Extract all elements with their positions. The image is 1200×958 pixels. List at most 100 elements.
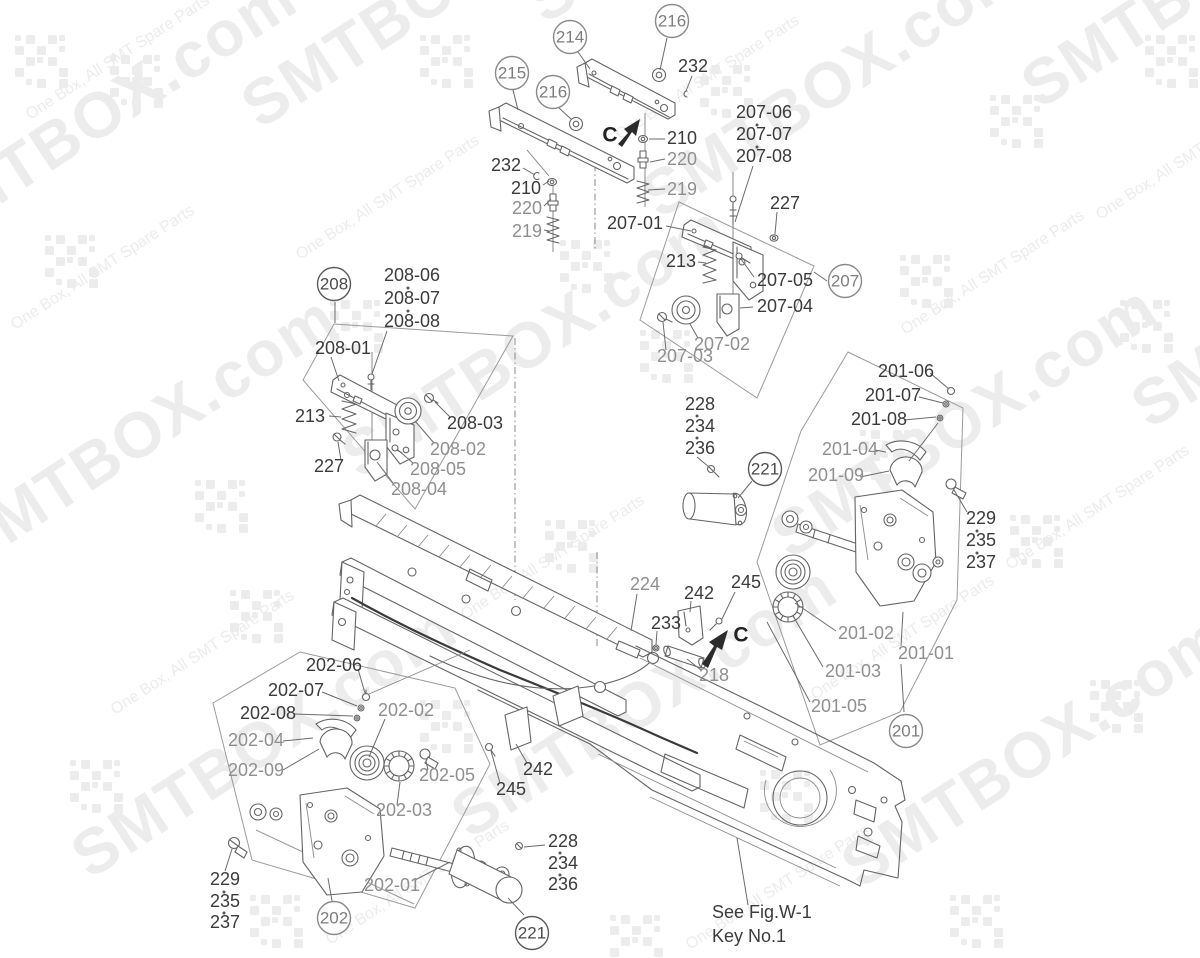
leader-line <box>859 470 890 478</box>
roller-202-03 <box>383 750 415 782</box>
part-label: See Fig.W-1 <box>712 902 812 922</box>
bracket-201 <box>854 489 937 607</box>
part-label: 213 <box>666 251 696 271</box>
pin-220 <box>547 193 559 212</box>
watermark-pixel-cluster <box>990 95 1043 148</box>
bracket-215 <box>488 102 635 252</box>
part-201-08 <box>936 414 944 422</box>
bolt-229 <box>227 836 248 859</box>
part-label: 242 <box>523 759 553 779</box>
nut-210 <box>637 134 649 144</box>
part-201-07 <box>942 400 950 408</box>
lower-rail <box>331 597 701 792</box>
part-label: 202-09 <box>228 760 284 780</box>
leader-line <box>515 743 528 764</box>
separator-dot <box>222 911 226 915</box>
balloon-number: 214 <box>556 27 584 46</box>
leader-line <box>558 107 572 120</box>
subassembly-201 <box>682 386 967 623</box>
part-label: 208-02 <box>430 439 486 459</box>
balloon-number: 216 <box>539 82 567 101</box>
separator-dot <box>406 286 410 290</box>
bracket-214 <box>568 58 688 207</box>
watermark-pixel-cluster <box>610 915 663 957</box>
part-label: 245 <box>496 779 526 799</box>
watermark-pixel-cluster <box>110 55 163 108</box>
watermark-pixel-cluster <box>1120 300 1173 353</box>
leader-line <box>328 415 342 418</box>
watermark-pixel-cluster <box>70 760 123 813</box>
part-label: 219 <box>512 221 542 241</box>
leader-line <box>736 837 749 906</box>
part-label: 229 <box>210 869 240 889</box>
watermark-pixel-cluster <box>950 895 1003 948</box>
part-label: 207-02 <box>694 334 750 354</box>
part-label: 219 <box>667 179 697 199</box>
subassembly-208 <box>330 352 439 482</box>
leader-line <box>434 401 451 418</box>
leader-line <box>929 372 950 390</box>
nut-227 <box>769 234 779 242</box>
part-label: 210 <box>667 128 697 148</box>
leader-line <box>662 321 667 351</box>
leader-line <box>685 75 693 92</box>
part-label: 201-05 <box>811 696 867 716</box>
watermark-brand-text: SMTBOX.com <box>0 280 349 582</box>
line-art <box>227 58 967 904</box>
block-242 <box>677 605 704 646</box>
part-label: 227 <box>770 193 800 213</box>
separator-dot <box>975 529 979 533</box>
pin-220 <box>637 150 649 169</box>
roller-207-02 <box>671 295 701 325</box>
leader-line <box>224 848 233 872</box>
watermark-pixel-cluster <box>420 35 473 88</box>
leader-line <box>908 422 939 462</box>
part-label: 202-05 <box>419 765 475 785</box>
pin-202-06 <box>361 689 371 702</box>
leader-line <box>542 180 550 186</box>
grommet-216 <box>568 116 584 132</box>
tape-guide-242 <box>504 706 532 751</box>
part-label: 245 <box>731 572 761 592</box>
leader-line <box>630 593 638 632</box>
part-label: 237 <box>210 912 240 932</box>
leader-line <box>900 611 904 647</box>
leader-line <box>900 663 905 713</box>
balloon-number: 215 <box>498 63 526 82</box>
watermark-pixel-cluster <box>560 240 613 293</box>
leader-line <box>330 356 340 382</box>
part-label: 234 <box>548 853 578 873</box>
spring-213 <box>341 400 357 434</box>
leader-line <box>686 658 702 671</box>
part-label: 201-02 <box>838 623 894 643</box>
part-label: 236 <box>548 874 578 894</box>
guide-207-04 <box>716 293 740 337</box>
balloon-216: 216 <box>535 74 571 110</box>
balloon-216: 216 <box>654 3 690 39</box>
part-label: 207-08 <box>736 146 792 166</box>
separator-dot <box>406 309 410 313</box>
balloon-number: 207 <box>831 271 859 290</box>
watermark-pixel-cluster <box>420 700 473 753</box>
leader-line <box>659 37 668 71</box>
sprocket-bore <box>772 770 828 826</box>
part-label: 208-04 <box>391 479 447 499</box>
leader-line <box>522 167 536 176</box>
separator-dot <box>558 851 562 855</box>
watermark-pixel-cluster <box>15 35 68 88</box>
leader-line <box>696 456 710 468</box>
part-label: 207-01 <box>607 213 663 233</box>
leader-line <box>282 737 314 742</box>
screw-227 <box>332 432 346 445</box>
part-label: 207-03 <box>657 346 713 366</box>
leader-line <box>697 261 707 264</box>
leader-line <box>721 591 736 620</box>
leader-lines <box>222 37 979 916</box>
spring-213 <box>702 246 717 284</box>
washer-202-08 <box>353 714 361 722</box>
leader-line <box>327 877 333 902</box>
leader-line <box>543 229 550 232</box>
leader-line <box>647 188 666 191</box>
leader-line <box>918 396 944 404</box>
group-outline-208 <box>302 323 514 510</box>
